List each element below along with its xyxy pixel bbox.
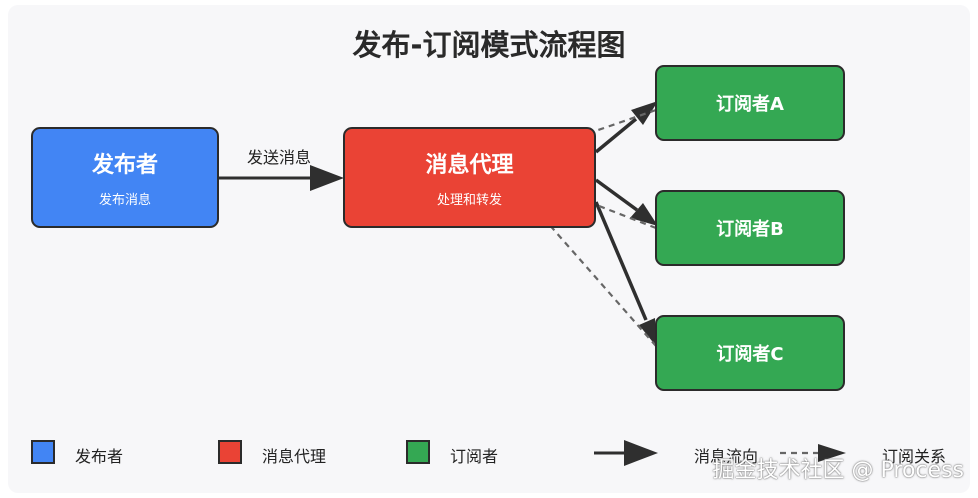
publisher-label: 发布者 bbox=[91, 153, 158, 178]
publish-arrow bbox=[219, 165, 344, 191]
legend-broker-label: 消息代理 bbox=[262, 447, 327, 466]
publish-edge-label: 发送消息 bbox=[247, 148, 312, 167]
watermark-text: 掘金技术社区 @ Process bbox=[712, 458, 964, 483]
flow-arrow-a bbox=[594, 101, 658, 154]
broker-sublabel: 处理和转发 bbox=[436, 193, 502, 208]
legend-broker-swatch bbox=[218, 440, 242, 464]
legend-subscription-arrow bbox=[780, 444, 846, 462]
subscriber-c-label: 订阅者C bbox=[716, 344, 784, 365]
subscriber-b-node[interactable]: 订阅者B bbox=[655, 190, 845, 266]
publisher-sublabel: 发布消息 bbox=[98, 193, 151, 208]
subscriber-a-node[interactable]: 订阅者A bbox=[655, 65, 845, 141]
broker-label: 消息代理 bbox=[425, 153, 514, 178]
legend-message-flow-label: 消息流向 bbox=[694, 447, 759, 466]
diagram-title: 发布-订阅模式流程图 bbox=[352, 28, 626, 62]
legend-subscriber-swatch bbox=[406, 440, 430, 464]
legend-message-flow-arrow bbox=[594, 440, 658, 466]
subscriber-b-label: 订阅者B bbox=[716, 219, 784, 240]
legend-publisher-swatch bbox=[31, 440, 55, 464]
broker-node[interactable]: 消息代理 处理和转发 bbox=[343, 127, 596, 228]
flow-arrow-b bbox=[594, 178, 658, 226]
flow-arrow-c bbox=[594, 201, 656, 346]
legend-subscription-label: 订阅关系 bbox=[882, 447, 947, 466]
subscriber-a-label: 订阅者A bbox=[716, 94, 784, 115]
publisher-node[interactable]: 发布者 发布消息 bbox=[31, 127, 219, 228]
legend-publisher-label: 发布者 bbox=[75, 447, 124, 466]
legend-subscriber-label: 订阅者 bbox=[450, 447, 499, 466]
subscriber-c-node[interactable]: 订阅者C bbox=[655, 315, 845, 391]
